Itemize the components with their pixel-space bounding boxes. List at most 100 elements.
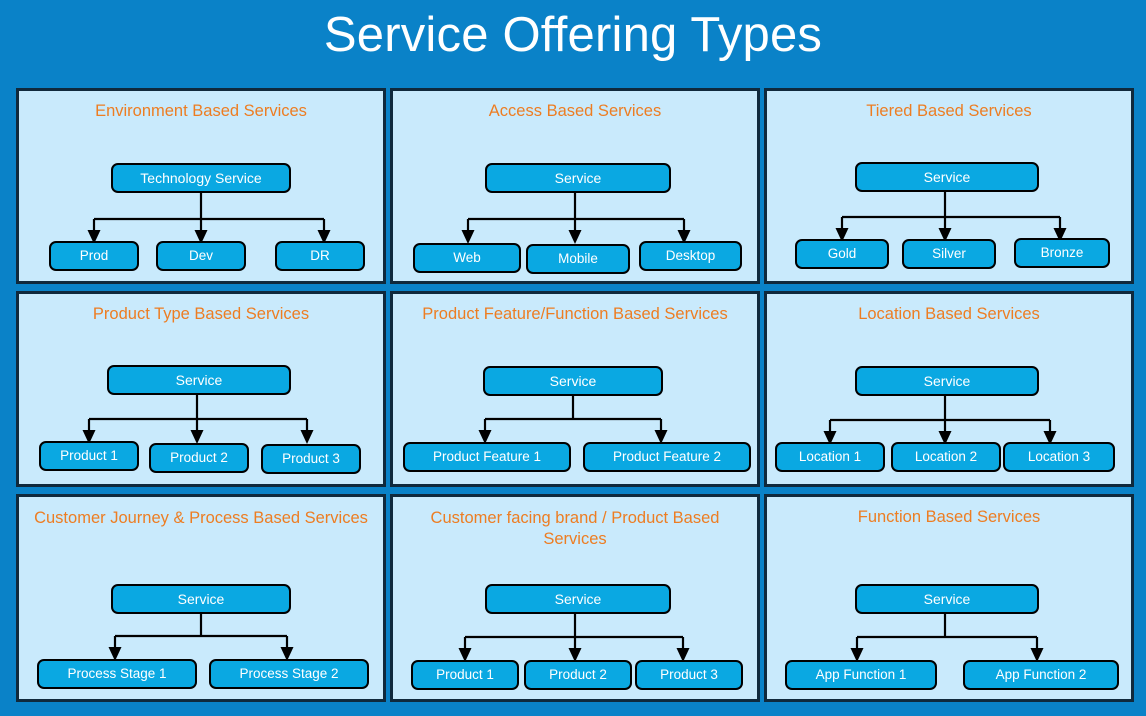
- panel-title: Customer facing brand / Product Based Se…: [430, 509, 720, 548]
- node-parent[interactable]: Service: [855, 162, 1039, 192]
- arrowhead-3: [1043, 431, 1057, 445]
- hierarchy-diagram: Service Product 1 Product 2 Product 3: [393, 497, 757, 699]
- arrowhead-1: [108, 647, 122, 661]
- arrowhead-1: [87, 230, 101, 244]
- hierarchy-diagram: Service Web Mobile Desktop: [393, 91, 757, 281]
- panel-grid: Environment Based Services: [16, 88, 1134, 708]
- node-child-1[interactable]: Gold: [795, 239, 889, 269]
- node-child-1[interactable]: Process Stage 1: [37, 659, 197, 689]
- node-child-1[interactable]: Product 1: [411, 660, 519, 690]
- node-parent[interactable]: Service: [111, 584, 291, 614]
- connector-lines: [108, 609, 294, 661]
- arrowhead-2: [654, 430, 668, 444]
- connector-lines: [478, 391, 668, 444]
- panel-title: Customer Journey & Process Based Service…: [34, 509, 368, 527]
- node-child-1[interactable]: Location 1: [775, 442, 885, 472]
- node-child-2[interactable]: Mobile: [526, 244, 630, 274]
- arrowhead-2: [280, 647, 294, 661]
- arrowhead-3: [317, 230, 331, 244]
- panel-title: Access Based Services: [488, 102, 662, 120]
- hierarchy-diagram: Service App Function 1 App Function 2: [767, 497, 1131, 699]
- node-child-3[interactable]: DR: [275, 241, 365, 271]
- panel-title: Product Feature/Function Based Services: [422, 305, 728, 323]
- arrowhead-1: [458, 648, 472, 662]
- arrowheads: [87, 230, 331, 244]
- arrowhead-1: [850, 648, 864, 662]
- node-child-2[interactable]: Dev: [156, 241, 246, 271]
- node-parent[interactable]: Service: [485, 163, 671, 193]
- panel-title: Environment Based Services: [95, 102, 307, 120]
- arrowhead-1: [82, 430, 96, 444]
- arrowheads: [850, 648, 1044, 662]
- node-child-2[interactable]: Silver: [902, 239, 996, 269]
- node-child-1[interactable]: Prod: [49, 241, 139, 271]
- panel-title: Tiered Based Services: [866, 102, 1032, 120]
- panel-product-type-based-services[interactable]: Product Type Based Services: [16, 291, 386, 487]
- panel-function-based-services[interactable]: Function Based Services Service App F: [764, 494, 1134, 702]
- node-child-2[interactable]: Location 2: [891, 442, 1001, 472]
- arrowheads: [478, 430, 668, 444]
- hierarchy-diagram: Service Product 1 Product 2 Product 3: [19, 294, 383, 484]
- panel-environment-based-services[interactable]: Environment Based Services: [16, 88, 386, 284]
- connector-lines: [82, 390, 314, 444]
- node-parent[interactable]: Technology Service: [111, 163, 291, 193]
- arrowhead-1: [478, 430, 492, 444]
- node-child-1[interactable]: Product Feature 1: [403, 442, 571, 472]
- node-child-2[interactable]: Product Feature 2: [583, 442, 751, 472]
- panel-customer-journey-process-based-services[interactable]: Customer Journey & Process Based Service…: [16, 494, 386, 702]
- arrowhead-2: [190, 430, 204, 444]
- arrowheads: [823, 431, 1057, 445]
- arrowhead-2: [194, 230, 208, 244]
- node-child-3[interactable]: Desktop: [639, 241, 742, 271]
- node-parent[interactable]: Service: [483, 366, 663, 396]
- node-parent[interactable]: Service: [855, 584, 1039, 614]
- arrowhead-3: [677, 230, 691, 244]
- panel-tiered-based-services[interactable]: Tiered Based Services: [764, 88, 1134, 284]
- node-child-3[interactable]: Product 3: [261, 444, 361, 474]
- panel-title: Location Based Services: [858, 305, 1040, 323]
- node-child-3[interactable]: Location 3: [1003, 442, 1115, 472]
- connector-lines: [458, 609, 690, 662]
- arrowheads: [458, 648, 690, 662]
- panel-title: Product Type Based Services: [92, 305, 310, 323]
- arrowhead-2: [568, 230, 582, 244]
- arrowhead-1: [461, 230, 475, 244]
- node-child-2[interactable]: App Function 2: [963, 660, 1119, 690]
- node-child-2[interactable]: Process Stage 2: [209, 659, 369, 689]
- page-title: Service Offering Types: [323, 8, 823, 62]
- panel-title: Function Based Services: [857, 508, 1041, 526]
- node-parent[interactable]: Service: [107, 365, 291, 395]
- connector-lines: [87, 188, 331, 244]
- node-parent[interactable]: Service: [485, 584, 671, 614]
- connector-lines: [823, 391, 1057, 445]
- panel-location-based-services[interactable]: Location Based Services: [764, 291, 1134, 487]
- node-child-2[interactable]: Product 2: [149, 443, 249, 473]
- panel-customer-facing-brand-product-based-services[interactable]: Customer facing brand / Product Based Se…: [390, 494, 760, 702]
- node-child-3[interactable]: Bronze: [1014, 238, 1110, 268]
- arrowhead-2: [938, 431, 952, 445]
- panel-product-feature-function-based-services[interactable]: Product Feature/Function Based Services …: [390, 291, 760, 487]
- arrowhead-3: [676, 648, 690, 662]
- arrowheads: [835, 228, 1067, 242]
- panel-access-based-services[interactable]: Access Based Services: [390, 88, 760, 284]
- hierarchy-diagram: Technology Service Prod Dev DR: [19, 91, 383, 281]
- node-child-3[interactable]: Product 3: [635, 660, 743, 690]
- node-child-1[interactable]: Web: [413, 243, 521, 273]
- arrowhead-1: [823, 431, 837, 445]
- arrowhead-1: [835, 228, 849, 242]
- hierarchy-diagram: Service Product Feature 1 Product Featur…: [393, 294, 757, 484]
- arrowhead-3: [1053, 228, 1067, 242]
- hierarchy-diagram: Service Process Stage 1 Process Stage 2: [19, 497, 383, 699]
- node-parent[interactable]: Service: [855, 366, 1039, 396]
- hierarchy-diagram: Service Location 1 Location 2 Location 3: [767, 294, 1131, 484]
- arrowhead-2: [1030, 648, 1044, 662]
- node-child-2[interactable]: Product 2: [524, 660, 632, 690]
- node-child-1[interactable]: Product 1: [39, 441, 139, 471]
- node-child-1[interactable]: App Function 1: [785, 660, 937, 690]
- hierarchy-diagram: Service Gold Silver Bronze: [767, 91, 1131, 281]
- arrowheads: [461, 230, 691, 244]
- arrowheads: [82, 430, 314, 444]
- connector-lines: [835, 187, 1067, 242]
- arrowhead-3: [300, 430, 314, 444]
